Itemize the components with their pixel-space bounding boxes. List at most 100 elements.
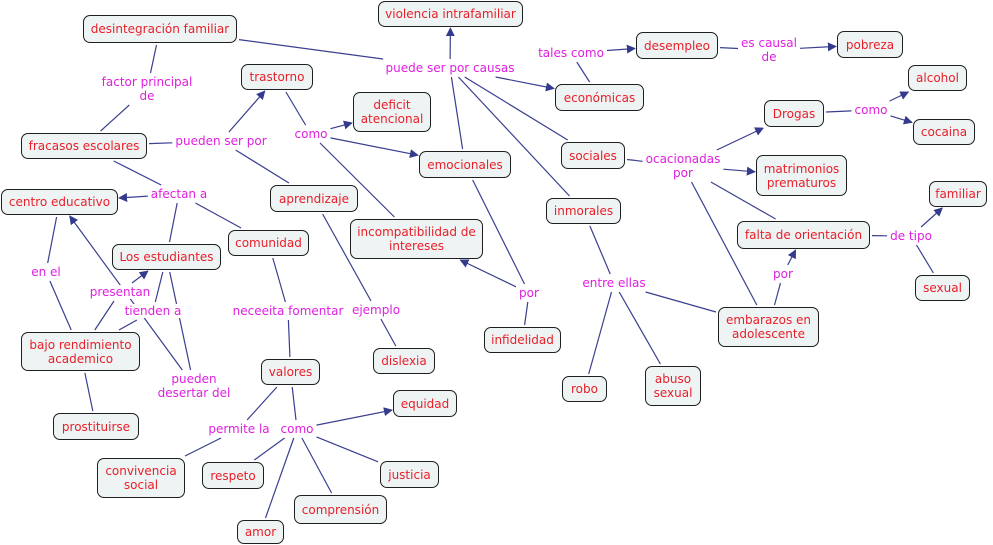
connection-puede_ser-to-economicas-arrow: [495, 76, 555, 92]
connection-valores-to-permite: [246, 386, 278, 421]
concept-drogas[interactable]: Drogas: [764, 100, 824, 127]
concept-trastorno[interactable]: trastorno: [241, 64, 313, 90]
concept-comprension[interactable]: comprensión: [294, 495, 387, 524]
connection-embarazos-to-por_embarazos: [773, 282, 782, 306]
concept-bajo-rendimiento-academico[interactable]: bajo rendimiento academico: [21, 332, 140, 371]
concept-abuso-sexual[interactable]: abuso sexual: [645, 366, 701, 406]
link-factor-principal-de[interactable]: factor principal de: [100, 75, 194, 103]
connection-inmorales-to-entre_ellas: [589, 225, 611, 275]
connection-de_tipo-to-familiar-arrow: [920, 207, 943, 228]
concept-alcohol[interactable]: alcohol: [908, 65, 967, 91]
concept-inmorales[interactable]: inmorales: [546, 198, 621, 224]
link-de-tipo[interactable]: de tipo: [889, 229, 933, 243]
concept-convivencia-social[interactable]: convivencia social: [97, 458, 185, 498]
link-como-trastorno[interactable]: como: [293, 127, 329, 141]
concept-justicia[interactable]: justicia: [380, 461, 439, 488]
link-afectan-a[interactable]: afectan a: [149, 187, 209, 201]
link-por-infidelidad[interactable]: por: [518, 286, 540, 300]
link-es-causal-de[interactable]: es causal de: [740, 36, 798, 64]
connection-pueden_ser-to-aprendizaje: [235, 149, 290, 184]
connection-comunidad-to-neceeita: [272, 257, 286, 303]
concept-prostituirse[interactable]: prostituirse: [53, 413, 139, 440]
concept-sociales[interactable]: sociales: [561, 142, 625, 169]
connection-como_valores-to-respeto: [253, 437, 285, 461]
connection-fracasos-to-afectan: [113, 160, 162, 186]
connection-como_trastorno-to-incompatibilidad: [319, 142, 395, 218]
connection-trastorno-to-como_trastorno: [285, 91, 307, 126]
concept-desintegracion-familiar[interactable]: desintegración familiar: [83, 15, 237, 43]
concept-fracasos-escolares[interactable]: fracasos escolares: [21, 133, 147, 159]
connection-bajo-to-presentan: [94, 300, 115, 331]
concept-dislexia[interactable]: dislexia: [373, 348, 435, 374]
connection-puede_ser-to-inmorales: [457, 76, 570, 197]
connection-puede_ser-to-sociales: [464, 76, 569, 141]
concept-comunidad[interactable]: comunidad: [228, 230, 309, 256]
link-ocacionadas-por[interactable]: ocacionadas por: [644, 152, 722, 180]
connection-entre_ellas-to-embarazos: [645, 291, 717, 313]
link-tienden-a[interactable]: tienden a: [123, 304, 183, 318]
link-tales-como[interactable]: tales como: [537, 46, 605, 60]
link-entre-ellas[interactable]: entre ellas: [581, 276, 647, 290]
connection-es_causal-to-pobreza-arrow: [799, 42, 837, 52]
link-pueden-ser-por[interactable]: pueden ser por: [174, 134, 268, 148]
link-en-el[interactable]: en el: [30, 265, 62, 279]
connection-sociales-to-ocacionadas: [626, 158, 643, 162]
connection-tienden-to-bajo: [118, 319, 138, 331]
link-presentan[interactable]: presentan: [88, 285, 152, 299]
concept-familiar[interactable]: familiar: [929, 181, 987, 207]
concept-aprendizaje[interactable]: aprendizaje: [270, 185, 358, 212]
connection-ocacionadas-to-matrimonios-arrow: [723, 166, 756, 176]
concept-desempleo[interactable]: desempleo: [636, 32, 718, 59]
link-neceeita-fomentar[interactable]: neceeita fomentar: [231, 304, 345, 318]
connection-valores-to-como_valores: [291, 386, 297, 421]
connection-permite-to-convivencia: [184, 437, 222, 457]
concept-emocionales[interactable]: emocionales: [419, 151, 511, 178]
connection-tales_como-to-desempleo-arrow: [606, 44, 636, 54]
link-por-embarazos[interactable]: por: [772, 267, 794, 281]
connection-entre_ellas-to-abuso: [618, 291, 661, 365]
concept-pobreza[interactable]: pobreza: [837, 31, 903, 58]
link-ejemplo[interactable]: ejemplo: [350, 303, 402, 317]
concept-equidad[interactable]: equidad: [393, 390, 457, 417]
link-como-valores[interactable]: como: [279, 422, 315, 436]
link-como-drogas[interactable]: como: [853, 103, 889, 117]
concept-deficit-atencional[interactable]: deficit atencional: [353, 92, 431, 132]
concept-infidelidad[interactable]: infidelidad: [484, 327, 561, 353]
link-pueden-desertar-del[interactable]: pueden desertar del: [156, 372, 232, 400]
connection-neceeita-to-valores: [287, 319, 291, 358]
connection-como_drogas-to-cocaina-arrow: [890, 115, 913, 125]
concept-valores[interactable]: valores: [261, 359, 320, 385]
concept-amor[interactable]: amor: [237, 520, 284, 544]
connection-presentan-to-estudiantes-arrow: [131, 270, 149, 284]
connection-desintegracion-to-factor: [149, 44, 158, 74]
concept-sexual[interactable]: sexual: [915, 275, 970, 301]
concept-cocaina[interactable]: cocaina: [913, 119, 975, 145]
link-puede-ser-por-causas[interactable]: puede ser por causas: [384, 61, 516, 75]
connection-como_valores-to-equidad-arrow: [316, 407, 393, 426]
concept-incompatibilidad-de-intereses[interactable]: incompatibilidad de intereses: [350, 219, 483, 259]
connection-emocionales-to-por_infidelidad: [472, 179, 526, 285]
connection-por_embarazos-to-falta-arrow: [787, 249, 797, 266]
concept-falta-de-orientacion[interactable]: falta de orientación: [737, 221, 870, 249]
concept-centro-educativo[interactable]: centro educativo: [1, 189, 118, 215]
connection-desempleo-to-es_causal: [719, 47, 739, 50]
concept-los-estudiantes[interactable]: Los estudiantes: [112, 244, 221, 270]
connection-desintegracion-to-puede_ser: [238, 39, 384, 60]
connection-como_valores-to-amor: [264, 437, 295, 519]
connection-ocacionadas-to-embarazos: [690, 181, 758, 306]
connection-ocacionadas-to-falta: [710, 181, 776, 220]
connection-fracasos-to-pueden_ser: [148, 142, 173, 145]
link-permite-la[interactable]: permite la: [207, 422, 271, 436]
concept-economicas[interactable]: económicas: [555, 84, 644, 111]
connection-entre_ellas-to-robo: [588, 291, 613, 375]
connection-como_valores-to-comprension: [301, 437, 333, 494]
concept-violencia-intrafamiliar[interactable]: violencia intrafamiliar: [378, 1, 523, 27]
concept-matrimonios-prematuros[interactable]: matrimonios prematuros: [756, 155, 847, 196]
concept-respeto[interactable]: respeto: [202, 462, 264, 489]
connection-por_infidelidad-to-incompatibilidad-arrow: [459, 259, 517, 288]
connection-en_el-to-bajo: [49, 280, 72, 331]
concept-embarazos-en-adolescente[interactable]: embarazos en adolescente: [718, 307, 819, 347]
concept-robo[interactable]: robo: [562, 376, 607, 402]
